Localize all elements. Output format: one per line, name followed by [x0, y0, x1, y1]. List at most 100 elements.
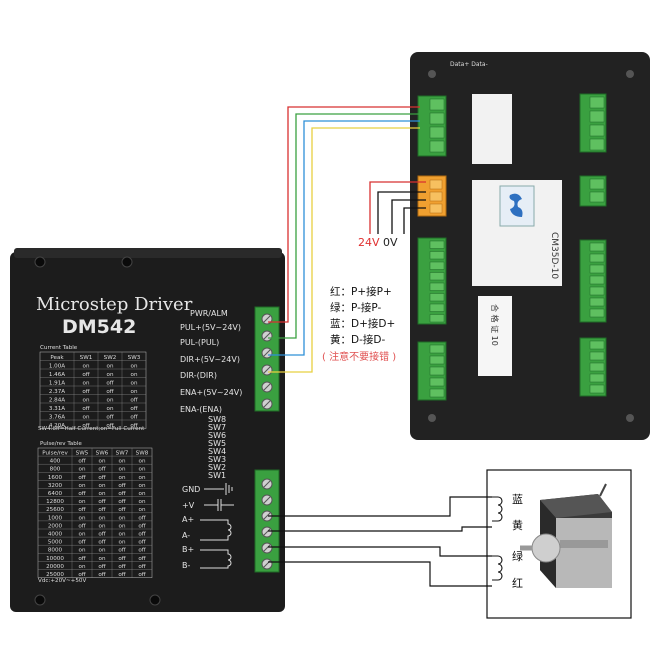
table-cell: 2.84A: [49, 397, 65, 403]
motor-frame: [486, 469, 632, 619]
driver-model: DM542: [62, 316, 136, 338]
table-cell: on: [119, 540, 126, 546]
signal-label: DIR-(DIR): [180, 371, 217, 380]
capacitor-symbol-icon: [204, 499, 234, 511]
table-cell: on: [107, 372, 114, 378]
table-cell: on: [99, 491, 106, 497]
table-cell: 4000: [48, 532, 63, 538]
controller-pin: [429, 388, 445, 398]
table-cell: 400: [50, 459, 61, 465]
pulse-table-title: Pulse/rev Table: [40, 441, 82, 447]
controller-pin: [429, 251, 445, 260]
coil-label: 黄: [512, 518, 523, 532]
table-cell: 8000: [48, 548, 63, 554]
signal-label: ENA+(5V~24V): [180, 388, 242, 397]
table-cell: on: [99, 483, 106, 489]
power-terminal-block[interactable]: [254, 469, 280, 573]
sw4-note: SW4:off=Half Current;on=Full Current: [38, 426, 145, 432]
table-cell: off: [78, 523, 85, 529]
table-cell: on: [79, 548, 86, 554]
signal-label: DIR+(5V~24V): [180, 355, 240, 364]
table-cell: on: [119, 515, 126, 521]
stepper-motor-icon: [520, 483, 612, 588]
mount-hole-icon: [121, 256, 133, 268]
table-cell: on: [119, 467, 126, 473]
table-cell: on: [79, 532, 86, 538]
screw-icon: [428, 414, 436, 422]
table-cell: on: [83, 414, 90, 420]
driver-top-flange: [14, 248, 282, 258]
driver-title: Microstep Driver: [36, 294, 193, 315]
power-wires: [369, 181, 426, 234]
controller-pin: [589, 110, 605, 123]
table-cell: on: [139, 507, 146, 513]
label-24v: 24V: [358, 236, 380, 249]
controller-pin: [429, 355, 445, 365]
signal-label: PUL-(PUL): [180, 338, 219, 347]
signal-labels: PUL+(5V~24V) PUL-(PUL) DIR+(5V~24V) DIR-(DI…: [180, 323, 242, 414]
table-cell: off: [78, 540, 85, 546]
table-cell: 3.76A: [49, 414, 65, 420]
table-cell: on: [79, 564, 86, 570]
controller-pin: [429, 98, 445, 111]
table-cell: off: [82, 406, 89, 412]
table-cell: off: [130, 406, 137, 412]
legend-warning: ( 注意不要接错 ): [322, 350, 396, 363]
table-cell: 12800: [46, 499, 64, 505]
table-cell: on: [79, 499, 86, 505]
table-cell: on: [119, 475, 126, 481]
controller-pin: [429, 344, 445, 354]
table-cell: off: [130, 423, 137, 429]
table-cell: 5000: [48, 540, 63, 546]
signal-label: PUL+(5V~24V): [180, 323, 241, 332]
table-header-cell: Pulse/rev: [42, 451, 68, 457]
table-cell: on: [139, 491, 146, 497]
table-header-cell: SW8: [136, 451, 149, 457]
table-cell: on: [131, 389, 138, 395]
vdc-note: Vdc:+20V~+50V: [38, 578, 86, 584]
power-label: B-: [182, 561, 190, 570]
controller-pin: [429, 366, 445, 376]
table-cell: off: [98, 532, 105, 538]
table-cell: on: [99, 556, 106, 562]
table-cell: off: [98, 564, 105, 570]
table-cell: off: [106, 414, 113, 420]
controller-pin: [589, 308, 605, 318]
controller-pin: [429, 282, 445, 291]
controller-pin: [589, 178, 605, 190]
table-cell: on: [79, 515, 86, 521]
table-cell: off: [78, 556, 85, 562]
controller-pin: [589, 191, 605, 203]
screw-icon: [626, 70, 634, 78]
brand-logo-icon: [509, 193, 523, 217]
table-cell: off: [106, 423, 113, 429]
table-header-cell: SW6: [96, 451, 109, 457]
table-header-cell: SW1: [80, 355, 93, 361]
table-cell: on: [99, 548, 106, 554]
controller-pin: [589, 138, 605, 151]
table-cell: 25600: [46, 507, 64, 513]
table-cell: on: [139, 483, 146, 489]
power-pin: [429, 203, 443, 214]
table-cell: on: [131, 380, 138, 386]
controller-pin: [589, 275, 605, 285]
screw-icon: [626, 414, 634, 422]
signal-wires: [268, 106, 420, 373]
power-pin: [429, 179, 443, 190]
wire-yellow: [268, 127, 420, 373]
table-cell: off: [118, 499, 125, 505]
table-cell: off: [78, 491, 85, 497]
wire-legend: 红：P+接P+绿：P-接P-蓝：D+接D+黄：D-接D-: [330, 285, 395, 346]
table-cell: on: [83, 363, 90, 369]
table-cell: 1.00A: [49, 363, 65, 369]
table-cell: off: [78, 572, 85, 578]
controller-pin: [429, 261, 445, 270]
legend-line: 蓝：D+接D+: [330, 317, 395, 330]
table-cell: on: [119, 523, 126, 529]
table-cell: 20000: [46, 564, 64, 570]
table-cell: on: [139, 499, 146, 505]
power-label: B+: [182, 545, 194, 554]
table-cell: off: [118, 507, 125, 513]
stepper-driver: Microstep Driver DM542 Current Table Pea…: [10, 248, 285, 612]
table-cell: on: [83, 380, 90, 386]
